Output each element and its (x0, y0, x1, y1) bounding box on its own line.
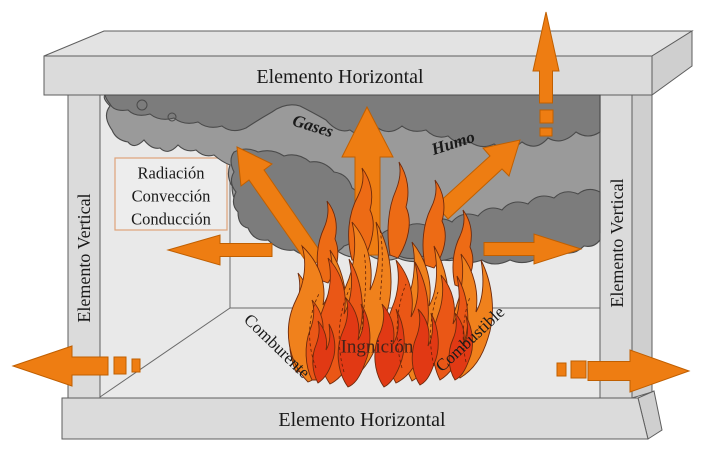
arrow-dash (113, 356, 127, 375)
floor-slab: Elemento Horizontal (61, 390, 663, 440)
flame (312, 320, 336, 384)
smoke-curl-2 (167, 112, 177, 122)
left-wall-label: Elemento Vertical (74, 193, 94, 322)
arrow-dash (570, 360, 587, 379)
ceiling-slab: Elemento Horizontal (43, 30, 694, 96)
left-wall: Elemento Vertical (67, 94, 101, 399)
floor-front-face (61, 397, 649, 440)
through-ceiling-arrow (532, 11, 560, 137)
through-left-wall-arrow (11, 345, 141, 387)
ceiling-label: Elemento Horizontal (256, 66, 424, 88)
flame (387, 161, 410, 259)
heat-transfer-convection: Convección (132, 187, 211, 206)
flame (448, 312, 473, 381)
through-right-wall-arrow (556, 349, 691, 393)
arrow-dash (556, 362, 567, 377)
ceiling-top-face (43, 30, 694, 57)
flow-arrows (166, 105, 583, 268)
ignition-label: Ingnición (341, 337, 414, 358)
arrow-dash (131, 358, 141, 373)
heat-transfer-box: Radiación Convección Conducción (114, 157, 228, 231)
mid-left-arrow (166, 234, 273, 266)
left-wall-face (67, 94, 101, 399)
heat-transfer-box-frame (114, 157, 228, 231)
right-wall-side-face (631, 85, 653, 399)
flame (411, 308, 439, 386)
heat-transfer-conduction: Conducción (131, 210, 211, 229)
flame (422, 179, 446, 269)
floor-label: Elemento Horizontal (278, 409, 446, 431)
smoke-curl-1 (136, 99, 148, 111)
fire: Ingnición (287, 161, 493, 388)
flame-dashed-details (309, 229, 471, 373)
flame (374, 303, 405, 388)
through-arrows (11, 11, 691, 393)
arrow-dash (539, 109, 554, 124)
mid-right-arrow (483, 233, 583, 265)
flame (337, 297, 371, 388)
arrow-dash (539, 127, 553, 137)
right-wall-label: Elemento Vertical (607, 178, 627, 307)
heat-transfer-radiation: Radiación (138, 164, 205, 183)
right-wall: Elemento Vertical (599, 85, 653, 399)
